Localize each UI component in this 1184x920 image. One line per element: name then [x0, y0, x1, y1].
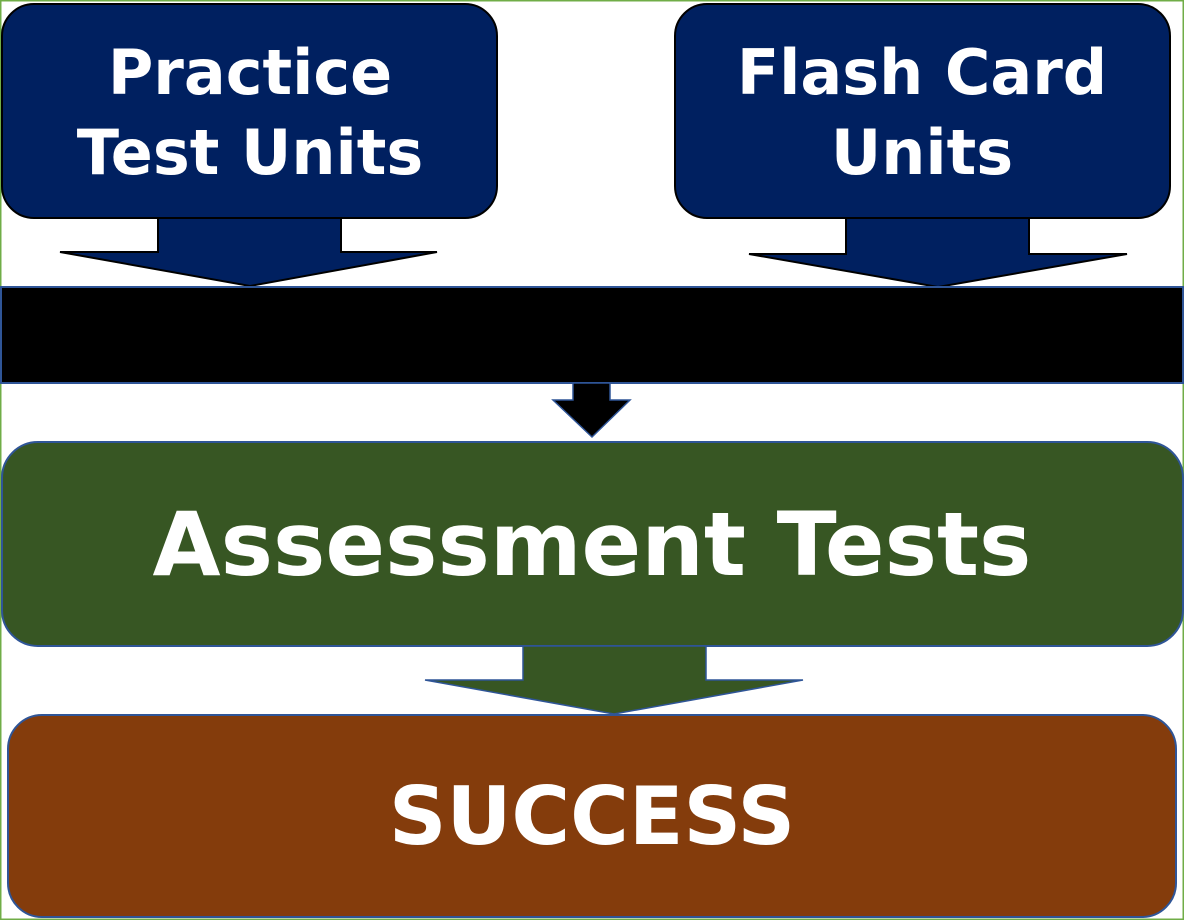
- practice-test-units-node: Practice Test Units: [1, 3, 498, 219]
- black-bar: [0, 286, 1184, 384]
- arrow-assessment-down: [424, 645, 804, 715]
- assessment-tests-node: Assessment Tests: [1, 441, 1184, 647]
- arrow-flash-down: [748, 217, 1128, 289]
- arrow-bar-down: [551, 382, 632, 439]
- success-node: SUCCESS: [7, 714, 1177, 918]
- practice-line-1: Practice: [108, 36, 392, 109]
- practice-line-2: Test Units: [77, 116, 424, 189]
- flash-line-2: Units: [831, 116, 1013, 189]
- flash-card-units-node: Flash Card Units: [674, 3, 1171, 219]
- flash-line-1: Flash Card: [737, 36, 1107, 109]
- assessment-label: Assessment Tests: [153, 493, 1032, 596]
- arrow-practice-down: [59, 217, 438, 288]
- success-label: SUCCESS: [389, 770, 795, 863]
